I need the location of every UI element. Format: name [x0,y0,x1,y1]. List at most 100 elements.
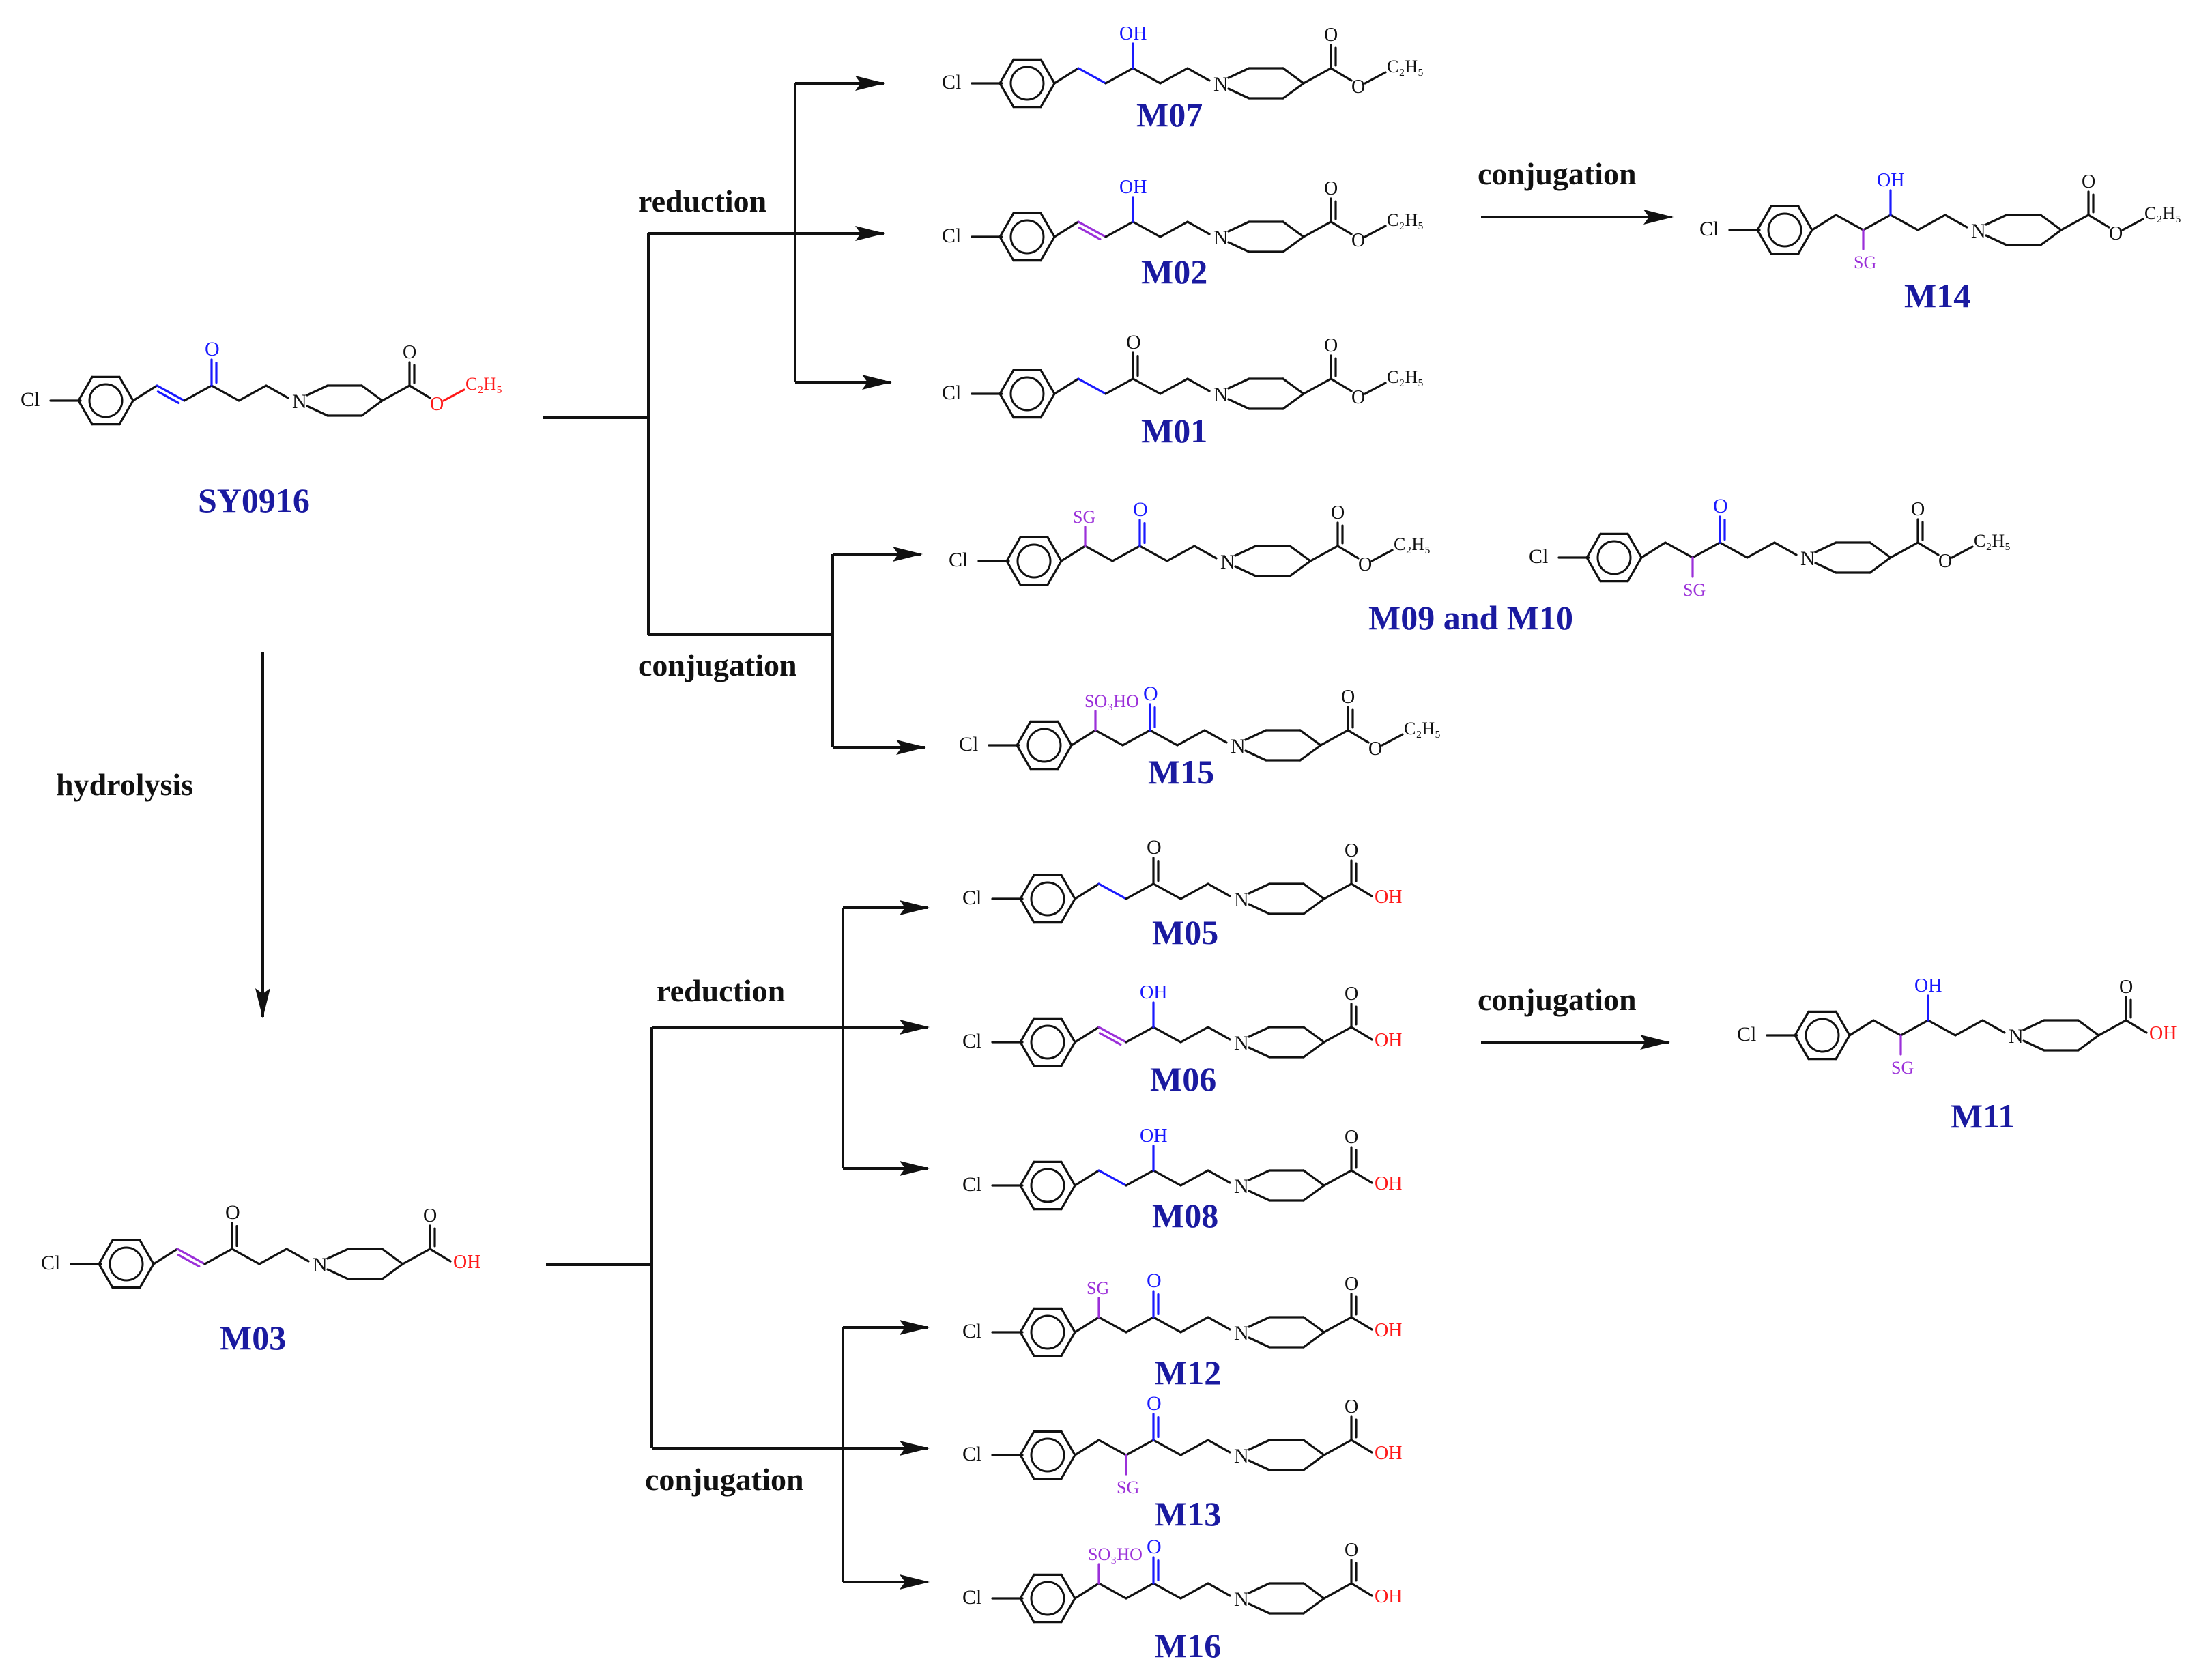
glutathione-label: SG [1854,253,1876,272]
glutathione-label: SG [1073,507,1095,527]
bond [1889,541,1919,559]
ring-bond [1019,1041,1035,1067]
ring-bond [1234,565,1257,577]
nitrogen-atom: N [2009,1025,2024,1048]
ring-bond [1585,532,1602,559]
bond [1053,67,1080,85]
chlorine-atom: Cl [962,1586,981,1609]
bond [1944,214,1968,229]
compound-label-m02: M02 [1141,253,1207,291]
ring-bond [1282,235,1305,253]
bond [2125,1019,2148,1034]
bond [442,388,465,402]
bond [152,1248,179,1265]
chlorine-atom: Cl [20,388,40,411]
double-bond [177,1254,201,1268]
bond [1323,1026,1353,1044]
bond [1773,541,1798,556]
bond [1862,214,1892,231]
ring-bond [1039,392,1056,419]
ring-bond [1244,729,1267,741]
ring-bond [1039,235,1056,262]
ring-bond [381,1263,404,1280]
ring-bond [1282,220,1305,238]
bond [1159,220,1189,238]
ring-bond [1797,205,1813,231]
bond [1125,1316,1155,1334]
aromatic-circle [1009,376,1045,412]
bond [285,1248,310,1263]
reaction-label-hydrolysis: hydrolysis [56,767,193,802]
chlorine-atom: Cl [962,887,981,909]
ring-bond [1794,1010,1810,1037]
bond [1872,1019,1902,1037]
bond [1835,214,1865,231]
ring-bond [2077,1034,2100,1052]
ring-bond [1005,560,1022,586]
bond [1077,67,1107,85]
bond [1664,541,1694,559]
ethyl-label: C₂H₅ [1974,531,2011,551]
bond [1060,545,1087,562]
ethyl-label: C₂H₅ [1394,534,1431,554]
glutathione-label: SG [1683,580,1706,600]
bond [183,384,213,402]
bond [1951,545,1974,559]
bond [1350,882,1373,897]
bond [1097,1169,1127,1187]
bond [1125,882,1155,900]
double-bond [156,384,186,402]
ring-bond [1985,214,2008,226]
bond [1207,1169,1231,1184]
ring-bond [999,235,1015,262]
ring-bond [77,375,94,402]
ring-bond [1019,1160,1035,1187]
ring-bond [1227,398,1250,410]
ring-bond [1626,532,1643,559]
nitrogen-atom: N [1231,735,1246,758]
bond [1152,882,1182,900]
aromatic-circle [1596,540,1632,575]
ring-bond [1060,1184,1076,1211]
oxygen-atom: O [403,342,416,363]
bond [1350,1026,1373,1041]
ester-oxygen: O [2109,223,2123,244]
bond [1309,545,1339,562]
reaction-label-reduction-top: reduction [638,184,766,218]
aromatic-circle [1009,219,1045,255]
oxygen-atom: O [1331,502,1345,523]
ring-bond [98,1239,114,1265]
chlorine-atom: Cl [959,733,978,756]
bond [1350,1169,1373,1184]
ring-bond [1039,82,1056,109]
oxygen-atom: O [1345,1127,1358,1148]
bond [1364,225,1387,238]
bond [401,1248,431,1265]
hydroxyl-label: OH [1119,177,1147,198]
ring-bond [118,399,134,426]
nitrogen-atom: N [1213,227,1229,249]
bond [1691,541,1721,559]
ring-bond [2039,214,2063,231]
chlorine-atom: Cl [962,1030,981,1052]
compound-label-m13: M13 [1155,1495,1221,1533]
aromatic-circle [88,383,124,418]
ring-bond [1019,1573,1035,1600]
ring-bond [1248,903,1271,915]
bond [1364,71,1387,85]
ring-bond [1289,560,1312,577]
compound-label-m16: M16 [1155,1626,1221,1665]
aromatic-circle [109,1246,144,1282]
bond [1330,67,1353,82]
bond [1149,729,1179,747]
bond [1125,1439,1155,1456]
nitrogen-atom: N [1234,1175,1249,1198]
bond [1053,220,1080,238]
pathway-connectors [255,76,1674,1590]
compound-label-m15: M15 [1148,753,1214,791]
oxygen-atom: O [1147,836,1162,859]
bond [1179,882,1209,900]
